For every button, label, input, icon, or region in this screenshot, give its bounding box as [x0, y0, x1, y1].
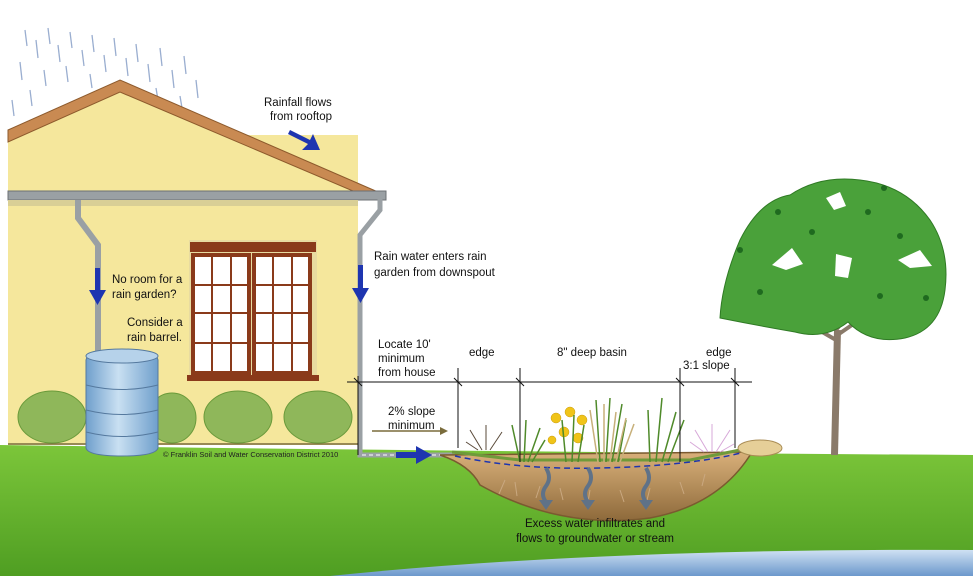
infiltrate-label-1: Excess water infiltrates and: [525, 518, 665, 530]
tree-canopy: [719, 178, 947, 341]
rain-garden-basin: [439, 439, 783, 522]
locate-label-2: minimum: [378, 353, 425, 365]
tree: [719, 178, 947, 456]
eave: [7, 190, 387, 201]
garden-plants: [465, 397, 735, 503]
pipe-flow-arrow: [396, 446, 432, 464]
slope-percent-label-2: minimum: [388, 420, 435, 432]
rain-barrel-label-1: Consider a: [127, 317, 183, 329]
gable: [10, 88, 340, 190]
edge-left-label: edge: [469, 347, 495, 359]
downspout-label-2: garden from downspout: [374, 267, 495, 279]
rain-barrel: [85, 348, 159, 457]
window: [187, 240, 319, 381]
copyright-notice: © Franklin Soil and Water Conservation D…: [163, 450, 339, 459]
no-room-label-1: No room for a: [112, 274, 183, 286]
right-down-arrow: [352, 265, 369, 303]
locate-label-3: from house: [378, 367, 436, 379]
flow-arrows: [89, 130, 432, 464]
slope-percent-label-1: 2% slope: [388, 406, 436, 418]
roof-flow-arrow: [288, 130, 320, 150]
rain-streaks: [11, 27, 199, 117]
fascia: [8, 200, 358, 206]
dimension-lines: [347, 368, 752, 462]
infiltrate-label-2: flows to groundwater or stream: [516, 533, 674, 545]
edge-right-label: edge: [706, 347, 732, 359]
locate-label-1: Locate 10': [378, 339, 431, 351]
rainfall-label-1: Rainfall flows: [264, 97, 332, 109]
rainfall-label-2: from rooftop: [270, 111, 332, 123]
slope-arrow: [372, 427, 448, 435]
stream-water: [330, 549, 973, 576]
infiltration-arrows: [541, 466, 651, 504]
basin-label: 8" deep basin: [557, 347, 627, 359]
rain-barrel-label-2: rain barrel.: [127, 332, 182, 344]
downspout-label-1: Rain water enters rain: [374, 251, 487, 263]
stones: [737, 439, 783, 457]
shrubs: [17, 390, 353, 444]
left-down-arrow: [89, 268, 106, 305]
slope-ratio-label: 3:1 slope: [683, 360, 730, 372]
no-room-label-2: rain garden?: [112, 289, 177, 301]
